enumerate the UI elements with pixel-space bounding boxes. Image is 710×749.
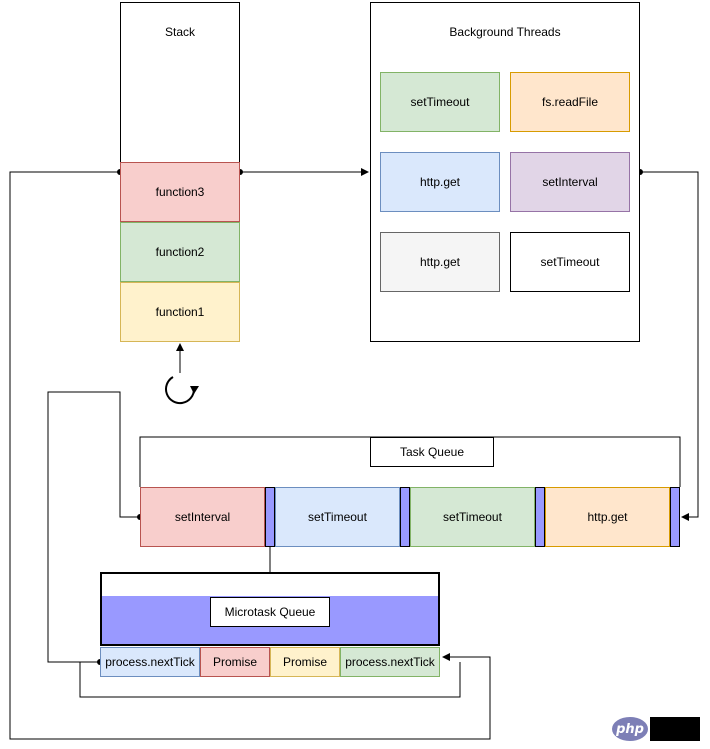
- task-queue-item-settimeout: setTimeout: [275, 487, 400, 547]
- task-queue-separator: [535, 487, 545, 547]
- task-queue-title-label: Task Queue: [399, 445, 465, 459]
- task-queue-separator: [400, 487, 410, 547]
- thread-item-settimeout-2: setTimeout: [510, 232, 630, 292]
- thread-item-label: setTimeout: [540, 255, 600, 269]
- stack-frame-function1: function1: [120, 282, 240, 342]
- php-watermark: php: [612, 717, 700, 741]
- microtask-item-label: Promise: [282, 655, 327, 669]
- task-queue-separator: [265, 487, 275, 547]
- microtask-item-process-nexttick-2: process.nextTick: [340, 647, 440, 677]
- refresh-icon: [165, 376, 199, 405]
- thread-item-settimeout: setTimeout: [380, 72, 500, 132]
- thread-item-http-get: http.get: [380, 152, 500, 212]
- stack-frame-function3: function3: [120, 162, 240, 222]
- thread-item-label: http.get: [419, 255, 461, 269]
- stack-frame-label: function2: [155, 245, 205, 259]
- stack-frame-label: function1: [155, 305, 205, 319]
- microtask-item-process-nexttick: process.nextTick: [100, 647, 200, 677]
- task-queue-item-label: setTimeout: [308, 510, 367, 524]
- task-queue-item-label: setInterval: [174, 510, 231, 524]
- task-queue-title: Task Queue: [370, 437, 494, 467]
- thread-item-http-get-2: http.get: [380, 232, 500, 292]
- background-threads-title: Background Threads: [449, 25, 561, 39]
- watermark-bar: [650, 717, 700, 741]
- task-queue-item-setinterval: setInterval: [140, 487, 265, 547]
- task-queue-item-http-get: http.get: [545, 487, 670, 547]
- stack-title: Stack: [164, 25, 195, 39]
- thread-item-label: http.get: [419, 175, 461, 189]
- microtask-item-label: process.nextTick: [345, 655, 435, 669]
- thread-item-fs-readfile: fs.readFile: [510, 72, 630, 132]
- task-queue-separator: [670, 487, 680, 547]
- microtask-item-promise-2: Promise: [270, 647, 340, 677]
- threads-to-taskqueue-connector: [640, 171, 699, 521]
- microtask-queue-container: [100, 572, 440, 646]
- thread-item-label: fs.readFile: [541, 95, 599, 109]
- task-queue-item-settimeout-2: setTimeout: [410, 487, 535, 547]
- stack-frame-function2: function2: [120, 222, 240, 282]
- microtask-queue-title-label: Microtask Queue: [224, 605, 316, 619]
- thread-item-label: setTimeout: [410, 95, 470, 109]
- task-queue-item-label: http.get: [587, 510, 628, 524]
- task-queue-item-label: setTimeout: [443, 510, 502, 524]
- microtask-outer-loop-connector: [79, 662, 461, 698]
- microtask-queue-title: Microtask Queue: [210, 597, 330, 627]
- stack-return-connector: [9, 171, 491, 740]
- microtask-item-label: process.nextTick: [105, 655, 195, 669]
- stack-frame-label: function3: [155, 185, 205, 199]
- thread-item-setinterval: setInterval: [510, 152, 630, 212]
- thread-item-label: setInterval: [542, 175, 598, 189]
- taskqueue-to-loop-connector: [47, 391, 140, 663]
- php-logo: php: [612, 717, 648, 741]
- microtask-item-label: Promise: [212, 655, 257, 669]
- microtask-item-promise: Promise: [200, 647, 270, 677]
